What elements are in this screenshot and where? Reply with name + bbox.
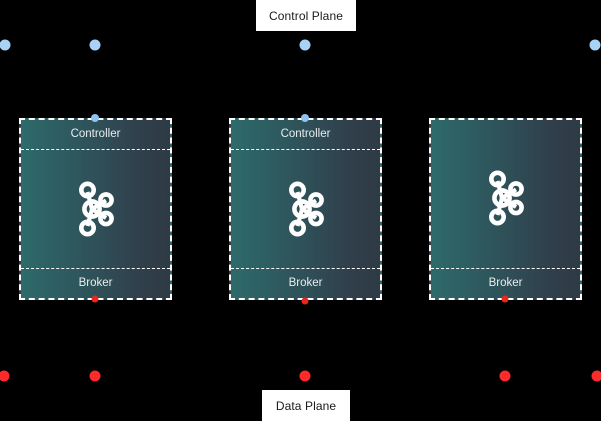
kafka-logo bbox=[483, 169, 529, 227]
node-3-broker-port[interactable] bbox=[501, 295, 509, 303]
node-1-broker-section: Broker bbox=[21, 268, 170, 298]
data-plane-label: Data Plane bbox=[262, 390, 350, 421]
node-2-controller-section: Controller bbox=[231, 120, 380, 150]
data-plane-dot[interactable] bbox=[0, 370, 10, 382]
data-plane-dot[interactable] bbox=[89, 370, 101, 382]
control-plane-dot[interactable] bbox=[589, 39, 601, 51]
node-3-broker-section: Broker bbox=[431, 268, 580, 298]
control-plane-dot[interactable] bbox=[89, 39, 101, 51]
data-plane-dot[interactable] bbox=[591, 370, 601, 382]
node-1-controller-port[interactable] bbox=[91, 114, 99, 122]
node-2-controller-port[interactable] bbox=[301, 114, 309, 122]
broker-node-3[interactable]: Broker bbox=[429, 118, 582, 300]
data-plane-dot[interactable] bbox=[499, 370, 511, 382]
broker-node-2[interactable]: Controller Broker bbox=[229, 118, 382, 300]
control-plane-dot[interactable] bbox=[0, 39, 11, 51]
data-plane-dot[interactable] bbox=[299, 370, 311, 382]
node-1-controller-section: Controller bbox=[21, 120, 170, 150]
control-plane-dot[interactable] bbox=[299, 39, 311, 51]
kafka-logo bbox=[73, 180, 119, 238]
control-plane-label: Control Plane bbox=[256, 0, 356, 31]
node-2-broker-section: Broker bbox=[231, 268, 380, 298]
kafka-logo bbox=[283, 180, 329, 238]
broker-node-1[interactable]: Controller Broker bbox=[19, 118, 172, 300]
node-2-broker-port[interactable] bbox=[301, 297, 309, 305]
node-1-broker-port[interactable] bbox=[91, 295, 99, 303]
